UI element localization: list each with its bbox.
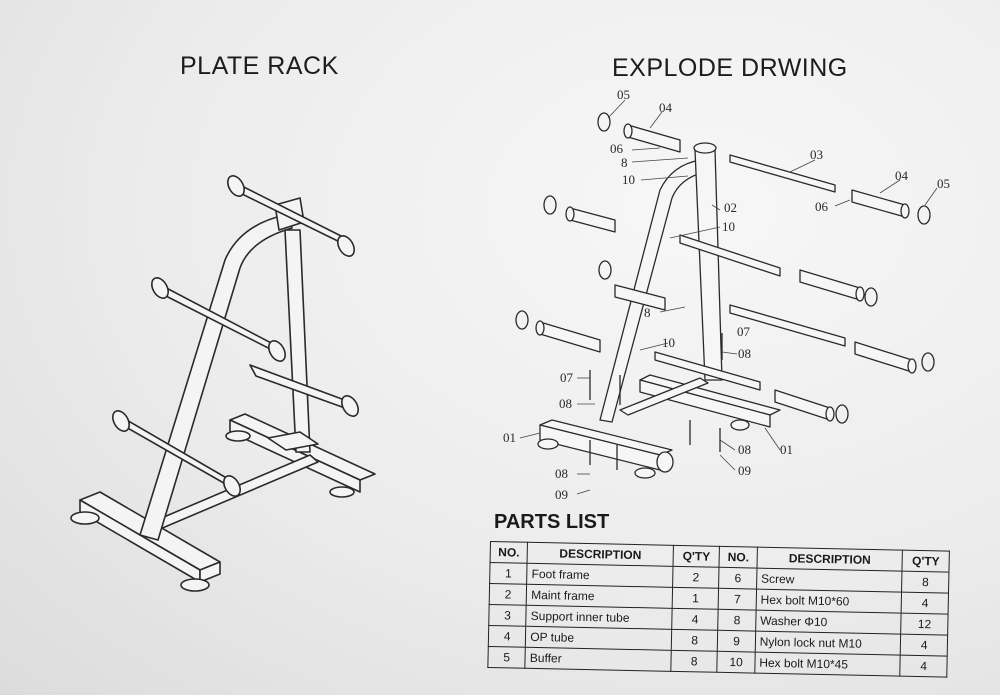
callout-01-right: 01	[780, 442, 793, 457]
callout-06-right: 06	[815, 199, 829, 214]
cell-no: 6	[719, 567, 757, 590]
callout-04-right: 04	[895, 168, 909, 183]
cell-qty: 2	[672, 566, 720, 589]
callout-08-right: 08	[738, 346, 751, 361]
header-qty-1: Q'TY	[672, 545, 720, 568]
cell-qty: 4	[901, 592, 949, 615]
callout-07-right: 07	[737, 324, 751, 339]
cell-description: OP tube	[525, 626, 672, 651]
cell-qty: 4	[671, 608, 719, 631]
assembled-rack-illustration	[70, 175, 376, 592]
cell-description: Hex bolt M10*60	[755, 589, 902, 614]
cell-no: 5	[487, 646, 526, 669]
header-no-2: NO.	[719, 546, 758, 569]
cell-no: 4	[488, 625, 527, 648]
leader-lines	[519, 99, 938, 495]
cell-description: Hex bolt M10*45	[754, 652, 901, 677]
cell-description: Washer Φ10	[755, 610, 902, 635]
plate-rack-title: PLATE RACK	[180, 52, 339, 80]
callout-10-low: 10	[662, 335, 675, 350]
callout-05-right: 05	[937, 176, 950, 191]
part-callouts: 05 04 06 8 10 03 04 05 06 02 10 8 10 07 …	[503, 87, 950, 502]
header-description-1: DESCRIPTION	[527, 542, 674, 567]
parts-list-table: NO. DESCRIPTION Q'TY NO. DESCRIPTION Q'T…	[487, 541, 950, 678]
callout-08-bottom: 08	[555, 466, 568, 481]
cell-qty: 8	[670, 650, 718, 673]
callout-10-top: 10	[622, 172, 635, 187]
cell-no: 8	[718, 609, 756, 632]
cell-description: Buffer	[525, 647, 672, 672]
cell-no: 10	[717, 651, 756, 674]
cell-description: Foot frame	[526, 563, 673, 588]
cell-no: 2	[489, 583, 527, 606]
header-description-2: DESCRIPTION	[756, 547, 903, 572]
cell-qty: 8	[901, 571, 949, 594]
cell-no: 1	[489, 562, 528, 585]
cell-no: 3	[488, 604, 527, 627]
callout-06-top: 06	[610, 141, 624, 156]
explode-drawing-title: EXPLODE DRWING	[612, 54, 848, 82]
callout-02: 02	[724, 200, 737, 215]
cell-description: Support inner tube	[526, 605, 673, 630]
callout-8-mid: 8	[644, 305, 651, 320]
callout-09-lower-right: 09	[738, 463, 751, 478]
callout-09-bottom: 09	[555, 487, 568, 502]
callout-03: 03	[810, 147, 823, 162]
callout-04-top: 04	[659, 100, 673, 115]
callout-08-left: 08	[559, 396, 572, 411]
cell-no: 9	[717, 630, 756, 653]
cell-qty: 1	[672, 587, 720, 610]
cell-description: Screw	[756, 568, 903, 593]
exploded-view-illustration	[515, 112, 935, 479]
cell-no: 7	[718, 588, 757, 611]
callout-08-lower-right: 08	[738, 442, 751, 457]
callout-10-mid: 10	[722, 219, 735, 234]
cell-qty: 12	[901, 613, 949, 636]
cell-qty: 4	[900, 655, 948, 678]
callout-8-top: 8	[621, 155, 628, 170]
cell-description: Maint frame	[526, 584, 673, 609]
header-no-1: NO.	[490, 541, 528, 564]
parts-list-title: PARTS LIST	[494, 511, 610, 533]
cell-qty: 8	[671, 629, 719, 652]
cell-qty: 4	[900, 634, 948, 657]
callout-07-left: 07	[560, 370, 574, 385]
callout-01-left: 01	[503, 430, 516, 445]
callout-05-top: 05	[617, 87, 630, 102]
cell-description: Nylon lock nut M10	[755, 631, 902, 656]
header-qty-2: Q'TY	[902, 550, 950, 573]
